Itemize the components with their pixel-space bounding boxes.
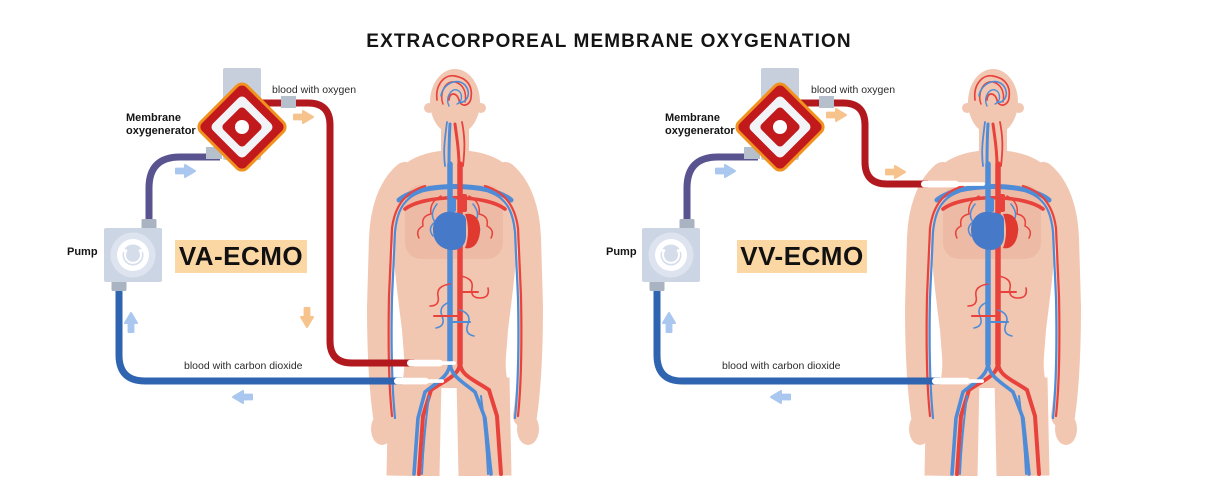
deoxygenated-blood-tube [115, 290, 402, 385]
membrane-oxygenator-label: Membrane oxygenerator [665, 112, 735, 138]
pump-to-oxygenator-tube [145, 153, 220, 226]
oxygenated-blood-label: blood with oxygen [811, 84, 896, 96]
pump-icon [642, 219, 700, 291]
pump-rotation-icon [660, 248, 682, 264]
oxygenator-outlet-port [819, 96, 834, 108]
flow-arrow-up-icon [124, 312, 138, 333]
venous-cannula-icon [394, 377, 444, 385]
deoxygenated-blood-label: blood with carbon dioxide [184, 360, 303, 372]
membrane-oxygenator-icon [735, 82, 825, 172]
oxygenated-blood-tube [262, 99, 414, 367]
vv-ecmo-circuit [642, 68, 985, 404]
membrane-label-line1: Membrane [665, 112, 721, 124]
human-body-figure [371, 69, 539, 476]
vv-ecmo-title-badge: VV-ECMO [737, 240, 867, 273]
arterial-cannula-icon [407, 359, 456, 367]
flow-arrow-right-icon [715, 164, 736, 178]
flow-arrow-down-icon [300, 307, 314, 328]
flow-arrow-right-icon [175, 164, 196, 178]
flow-arrow-left-icon [232, 390, 253, 404]
membrane-label-line1: Membrane [126, 112, 182, 124]
va-ecmo-circuit [104, 68, 456, 404]
deoxygenated-blood-label: blood with carbon dioxide [722, 360, 841, 372]
human-body-figure [909, 69, 1077, 476]
flow-arrow-left-icon [770, 390, 791, 404]
va-ecmo-title-badge: VA-ECMO [175, 240, 307, 273]
pump-rotation-icon [122, 248, 144, 264]
pump-to-oxygenator-tube [683, 153, 758, 226]
flow-arrow-right-icon [826, 108, 847, 122]
flow-arrow-right-icon [885, 165, 906, 179]
membrane-oxygenator-icon [197, 82, 287, 172]
oxygenator-outlet-port [281, 96, 296, 108]
pump-label: Pump [606, 246, 637, 258]
membrane-label-line2: oxygenerator [126, 125, 196, 137]
oxygenated-blood-label: blood with oxygen [272, 84, 357, 96]
oxygenated-blood-tube [800, 99, 928, 188]
flow-arrow-up-icon [662, 312, 676, 333]
jugular-cannula-icon [921, 180, 985, 188]
venous-cannula-icon [932, 377, 984, 385]
pump-icon [104, 219, 162, 291]
membrane-oxygenator-label: Membrane oxygenerator [126, 112, 196, 138]
page-title: EXTRACORPOREAL MEMBRANE OXYGENATION [366, 31, 852, 52]
flow-arrow-right-icon [293, 110, 314, 124]
membrane-label-line2: oxygenerator [665, 125, 735, 137]
deoxygenated-blood-tube [653, 290, 940, 385]
pump-label: Pump [67, 246, 98, 258]
